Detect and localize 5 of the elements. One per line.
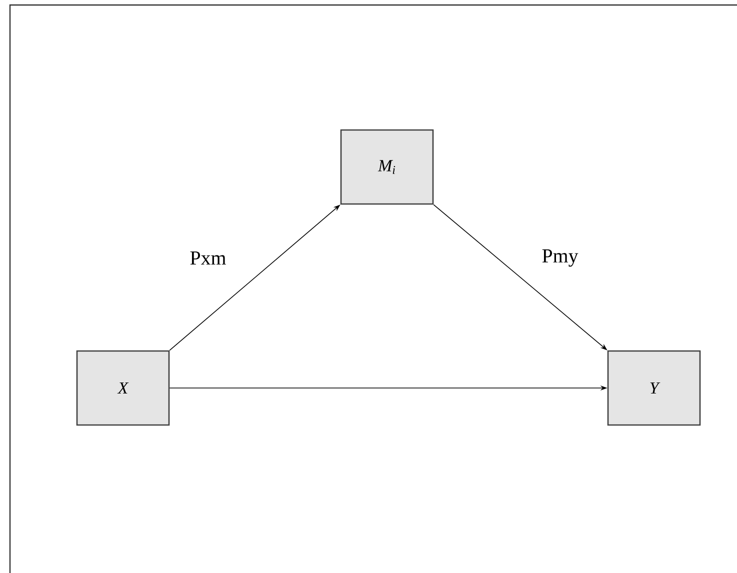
variable-box: M$_{i}$ (340, 129, 434, 205)
edge-label: Pmy (540, 248, 580, 268)
edge-label: Pxm (188, 250, 228, 266)
variable-box: X (76, 350, 170, 426)
variable-box: Y (607, 350, 701, 426)
